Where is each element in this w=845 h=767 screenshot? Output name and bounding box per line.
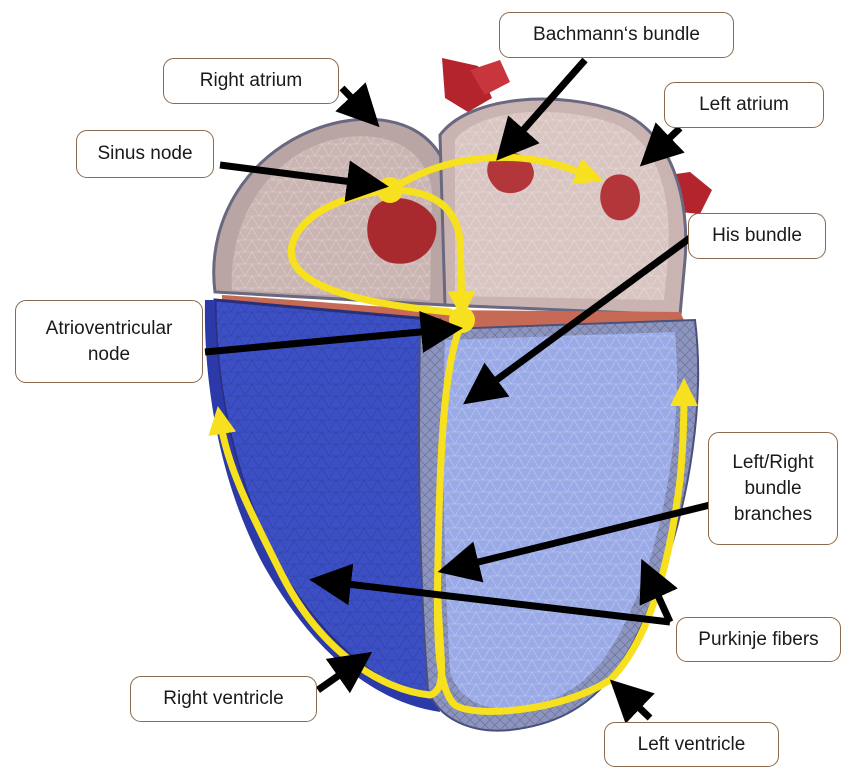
arrow-right-ventricle — [318, 664, 355, 690]
label-right-atrium: Right atrium — [163, 58, 339, 104]
label-bachmanns-bundle: Bachmann‘s bundle — [499, 12, 734, 58]
label-purkinje-fibers: Purkinje fibers — [676, 617, 841, 662]
label-right-ventricle: Right ventricle — [130, 676, 317, 722]
sinus-node-dot — [377, 177, 403, 203]
label-lr-bundle-branches: Left/Right bundle branches — [708, 432, 838, 545]
label-left-atrium: Left atrium — [664, 82, 824, 128]
label-sinus-node: Sinus node — [76, 130, 214, 178]
av-node-dot — [449, 307, 475, 333]
label-left-ventricle: Left ventricle — [604, 722, 779, 767]
arrow-right-atrium — [342, 88, 365, 112]
label-his-bundle: His bundle — [688, 213, 826, 259]
pulmonary-vein-opening-2 — [600, 174, 640, 220]
label-av-node: Atrioventricular node — [15, 300, 203, 383]
arrow-left-ventricle — [625, 694, 650, 718]
